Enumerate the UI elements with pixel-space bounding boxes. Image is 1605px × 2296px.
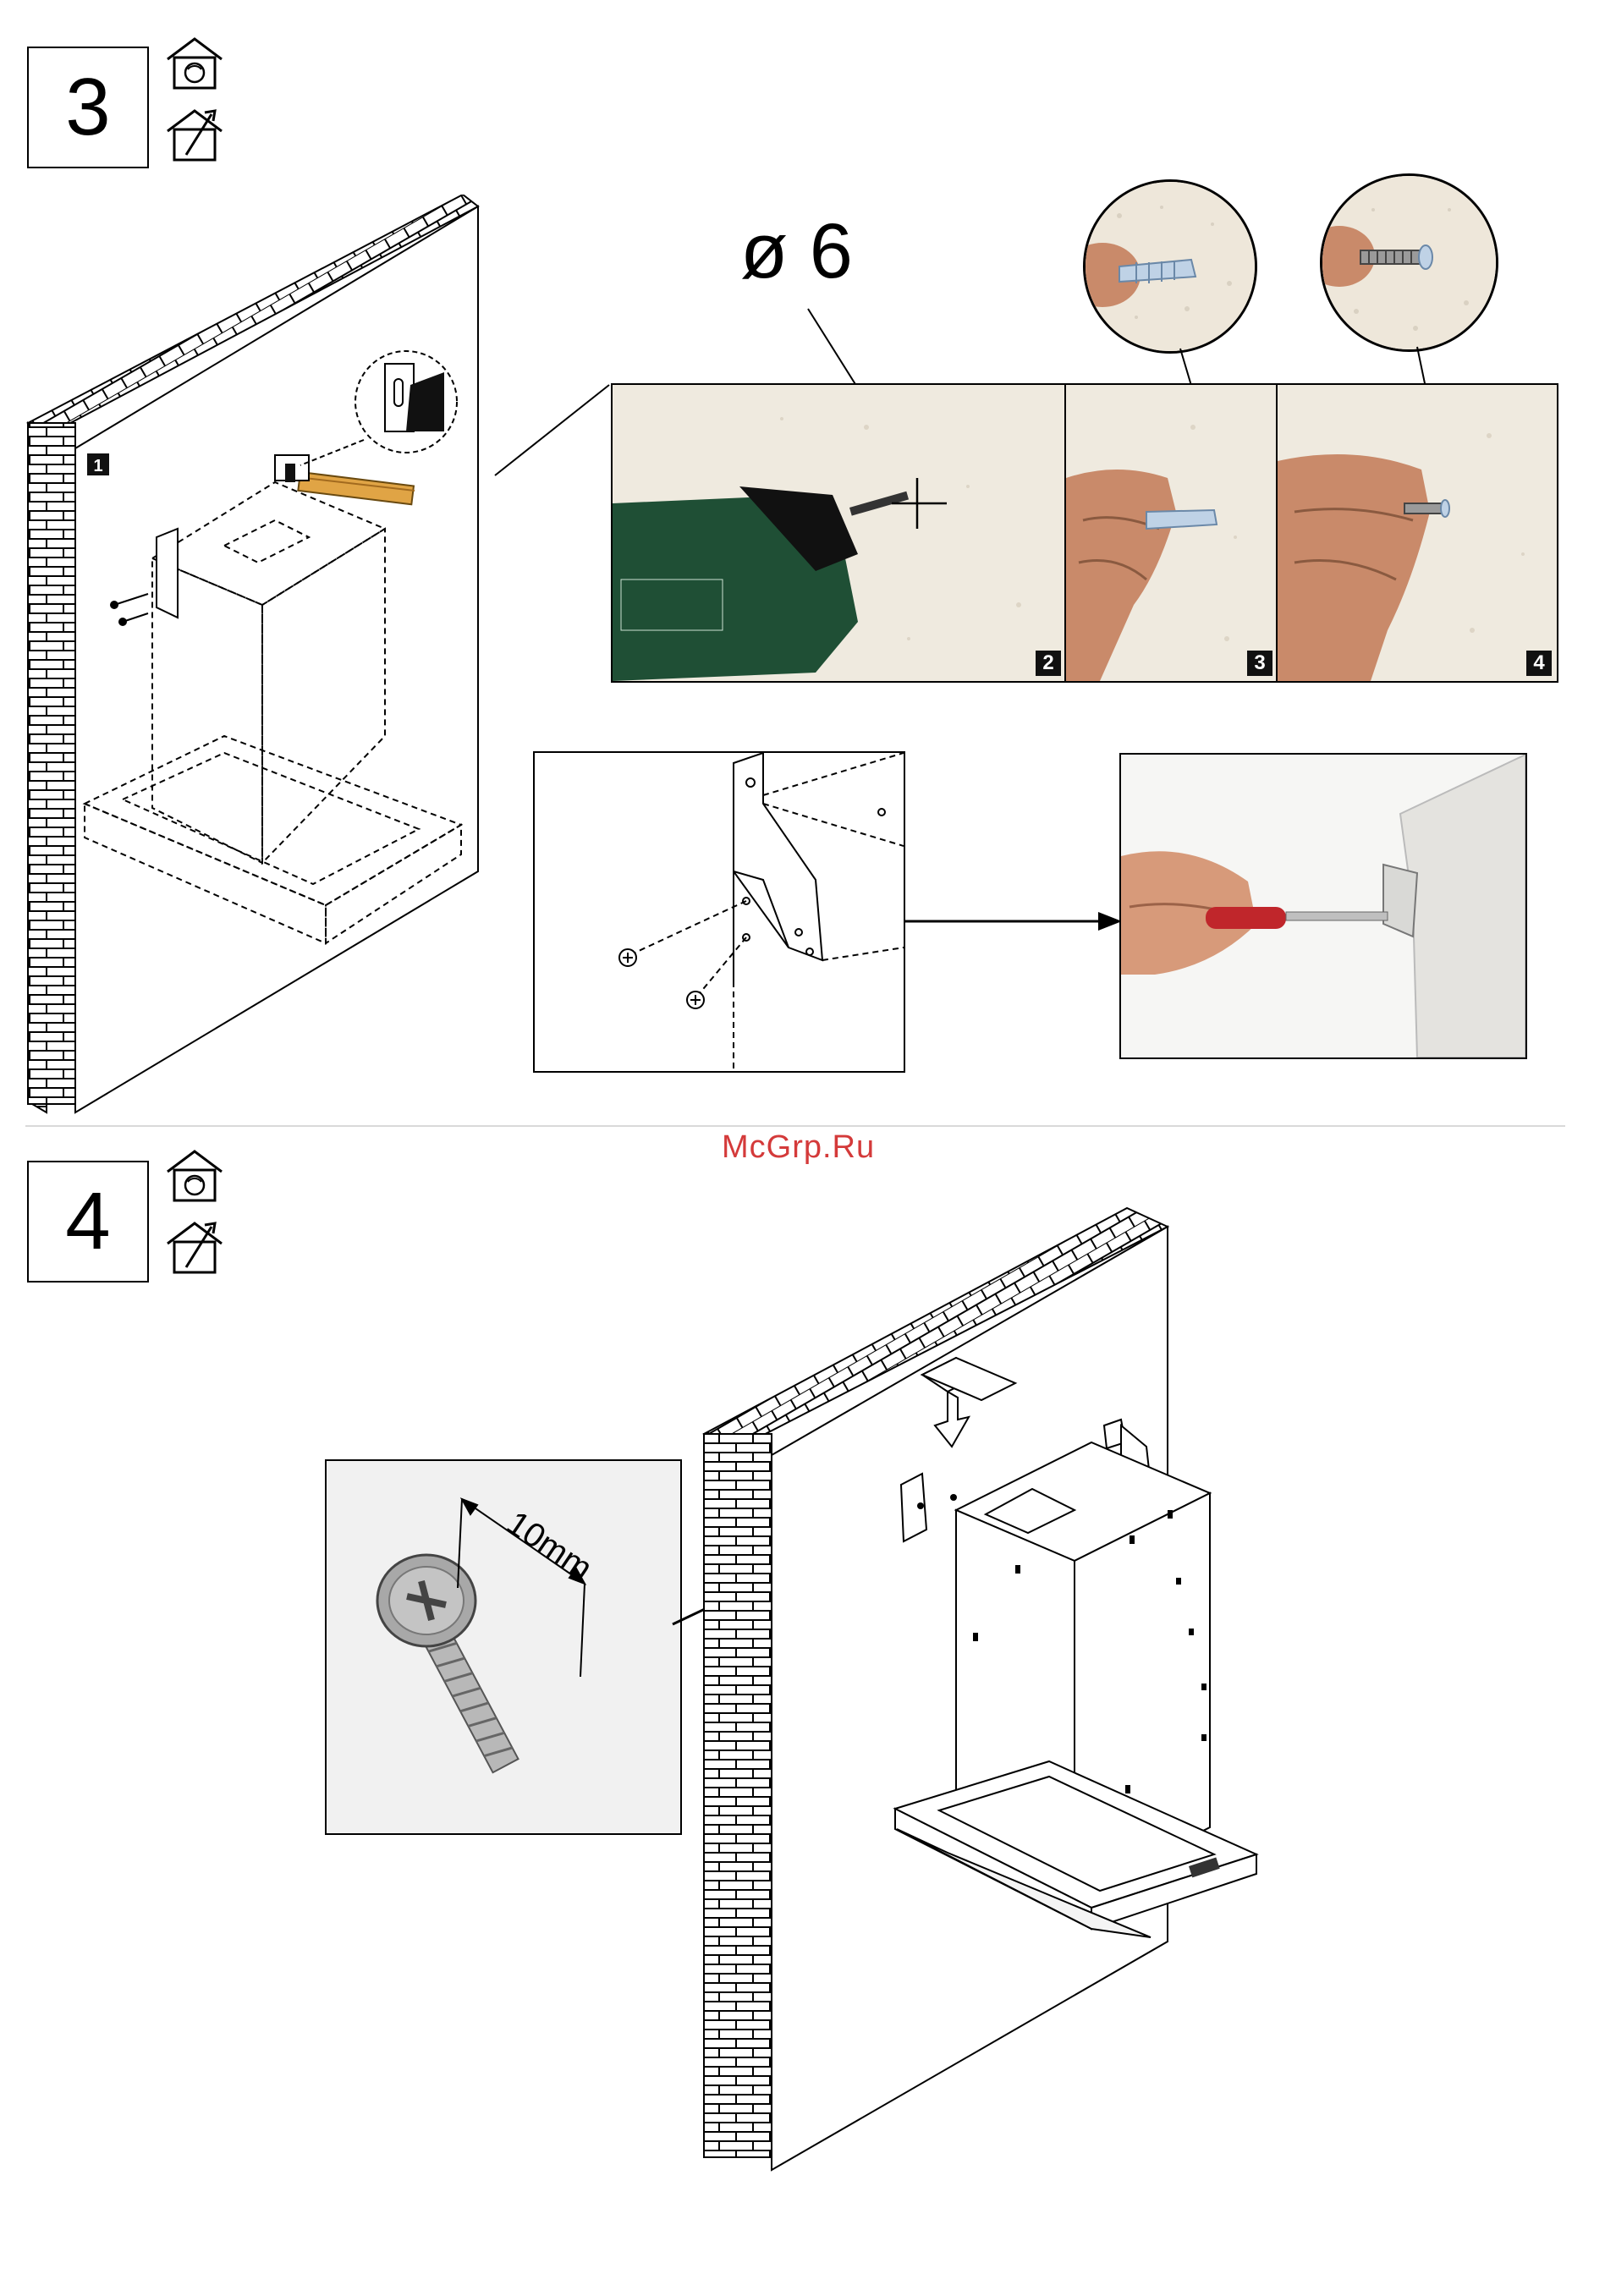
- connector-line: [491, 381, 618, 482]
- drill-diameter-label: ø 6: [740, 207, 853, 296]
- photo-screwdriver: [1119, 753, 1527, 1059]
- step-3-number-box: 3: [27, 47, 149, 168]
- photo-screw-10mm: 10mm: [325, 1459, 682, 1835]
- badge-1: 1: [93, 457, 102, 475]
- step-4-number-box: 4: [27, 1161, 149, 1283]
- badge-3: 3: [1247, 651, 1272, 676]
- home-ventilation-icon: [161, 1146, 228, 1206]
- wall-hood-drawing-step3: 1: [21, 195, 495, 1117]
- bracket-detail-drawing: [533, 751, 905, 1073]
- step-4-number: 4: [65, 1181, 110, 1262]
- arrow-to-photo: [904, 909, 1124, 934]
- photo-inserting-plug: 3: [1064, 383, 1279, 683]
- photo-inserting-screw: 4: [1276, 383, 1558, 683]
- home-exhaust-icon: [161, 1218, 228, 1277]
- photo-drilling: 2: [611, 383, 1068, 683]
- badge-4: 4: [1526, 651, 1552, 676]
- watermark-text: McGrp.Ru: [722, 1129, 875, 1166]
- home-exhaust-icon: [161, 106, 228, 165]
- section-divider: [25, 1125, 1565, 1127]
- wall-hood-drawing-step4: [694, 1201, 1337, 2183]
- badge-2: 2: [1036, 651, 1061, 676]
- home-ventilation-icon: [161, 34, 228, 93]
- step-3-number: 3: [65, 67, 110, 148]
